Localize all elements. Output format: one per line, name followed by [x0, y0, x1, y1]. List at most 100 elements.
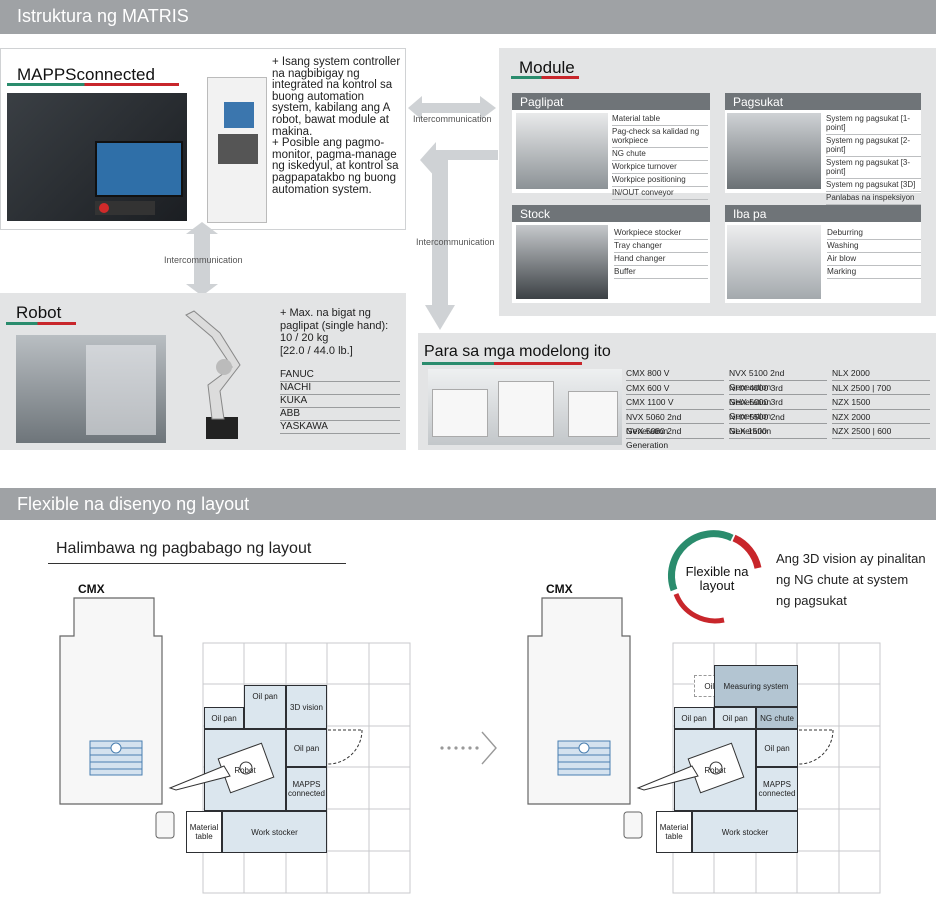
- robot-icon: [687, 742, 745, 794]
- work-stocker-cell: Work stocker: [222, 811, 327, 853]
- robot-panel: Robot + Max. na bigat ng paglipat (singl…: [0, 293, 406, 450]
- list-item: Marking: [827, 266, 921, 279]
- list-item: NZX 1500: [832, 395, 930, 410]
- list-item: CMX 800 V: [626, 366, 724, 381]
- list-item: YASKAWA: [280, 421, 400, 434]
- section-title: Flexible na disenyo ng layout: [17, 494, 250, 514]
- model-column-2: NVX 5100 2nd Generation NHX 4000 3rd Gen…: [729, 366, 827, 439]
- module-photo: [516, 113, 608, 189]
- list-item: NLX 2000: [832, 366, 930, 381]
- mapps-title: MAPPSconnected: [17, 65, 155, 84]
- module-title: Module: [519, 58, 575, 77]
- intercom-arrows: [186, 96, 498, 330]
- material-table-cell: Material table: [656, 811, 692, 853]
- mapps-cell: MAPPS connected: [286, 767, 327, 811]
- list-item: Washing: [827, 240, 921, 253]
- title-underline: [7, 83, 179, 86]
- list-item: Buffer: [614, 266, 708, 279]
- model-column-1: CMX 800 V CMX 600 V CMX 1100 V NVX 5060 …: [626, 366, 724, 450]
- list-item: NACHI: [280, 382, 400, 395]
- ng-chute-cell: NG chute: [756, 707, 798, 729]
- list-item: NVX 5100 2nd Generation: [729, 366, 827, 392]
- intercom-label-mid: Intercommunication: [416, 237, 495, 247]
- module-photo: [727, 113, 821, 189]
- list-item: Pag-check sa kalidad ng workpiece: [612, 126, 708, 148]
- flexible-note: Ang 3D vision ay pinalitan ng NG chute a…: [776, 551, 926, 608]
- list-item: Workpiece stocker: [614, 227, 708, 240]
- example-title-underline: [48, 563, 346, 564]
- oil-pan-cell: Oil pan: [714, 707, 756, 729]
- vision-cell: 3D vision: [286, 685, 327, 729]
- list-item: System ng pagsukat [3D]: [826, 179, 921, 192]
- mapps-panel: MAPPSconnected + Isang system controller…: [0, 48, 406, 230]
- robot-label: Robot: [234, 765, 256, 775]
- list-item: Hand changer: [614, 253, 708, 266]
- module-item-list: System ng pagsukat [1-point] System ng p…: [826, 113, 921, 205]
- example-title: Halimbawa ng pagbabago ng layout: [56, 540, 312, 557]
- list-item: System ng pagsukat [1-point]: [826, 113, 921, 135]
- list-item: NVX 5080 2nd Generation: [626, 424, 724, 450]
- oil-pan-cell: Oil pan: [244, 685, 286, 729]
- list-item: System ng pagsukat [3-point]: [826, 157, 921, 179]
- mapps-cell: MAPPS connected: [756, 767, 798, 811]
- measuring-system-cell: Measuring system: [714, 665, 798, 707]
- cabinet-photo: [207, 77, 267, 223]
- title-underline: [511, 76, 579, 79]
- door-swing: [798, 729, 834, 765]
- module-photo: [516, 225, 608, 299]
- module-group-header: Paglipat: [512, 93, 710, 110]
- machine-outline: [59, 597, 175, 839]
- oil-pan-cell: Oil pan: [204, 707, 244, 729]
- robot-brand-list: FANUC NACHI KUKA ABB YASKAWA: [280, 369, 400, 434]
- module-photo: [727, 225, 821, 299]
- list-item: CMX 600 V: [626, 381, 724, 395]
- robot-icon: [217, 742, 275, 794]
- module-panel: Module Paglipat Material table Pag-check…: [499, 48, 936, 316]
- list-item: Workpice positioning: [612, 174, 708, 187]
- models-title: Para sa mga modelong ito: [424, 343, 611, 360]
- module-item-list: Deburring Washing Air blow Marking: [827, 227, 921, 279]
- oil-pan-cell: Oil pan: [756, 729, 798, 767]
- oil-pan-cell: Oil pan: [674, 707, 714, 729]
- module-group-header: Stock: [512, 205, 710, 222]
- robot-arm-photo: [185, 310, 241, 439]
- section-title: Istruktura ng MATRIS: [17, 6, 189, 26]
- work-stocker-cell: Work stocker: [692, 811, 798, 853]
- title-underline: [6, 322, 76, 325]
- module-item-list: Workpiece stocker Tray changer Hand chan…: [614, 227, 708, 279]
- list-item: NLX 2500 | 700: [832, 381, 930, 395]
- machine-outline: [527, 597, 643, 839]
- list-item: NZX 2500 | 600: [832, 424, 930, 439]
- module-group-pagsukat: Pagsukat System ng pagsukat [1-point] Sy…: [725, 93, 921, 205]
- robot-spec: + Max. na bigat ng paglipat (single hand…: [280, 307, 389, 357]
- list-item: KUKA: [280, 395, 400, 408]
- list-item: Panlabas na inspeksiyon: [826, 192, 921, 205]
- list-item: NHX 5000 3rd Generation: [729, 395, 827, 421]
- list-item: NHX 5500 2nd Generation: [729, 410, 827, 436]
- module-group-stock: Stock Workpiece stocker Tray changer Han…: [512, 205, 710, 303]
- robot-title: Robot: [16, 303, 62, 322]
- module-group-paglipat: Paglipat Material table Pag-check sa kal…: [512, 93, 710, 200]
- robot-arm: [636, 765, 699, 791]
- list-item: Workpice turnover: [612, 161, 708, 174]
- models-panel: Para sa mga modelong ito CMX 800 V CMX 6…: [418, 333, 936, 450]
- list-item: NVX 5060 2nd Generation: [626, 410, 724, 436]
- list-item: NG chute: [612, 148, 708, 161]
- module-group-iba-pa: Iba pa Deburring Washing Air blow Markin…: [725, 205, 921, 303]
- list-item: CMX 1100 V: [626, 395, 724, 410]
- model-column-3: NLX 2000 NLX 2500 | 700 NZX 1500 NZX 200…: [832, 366, 930, 439]
- mapps-description: + Isang system controller na nagbibigay …: [272, 56, 401, 196]
- flexible-badge-ring: [668, 530, 762, 624]
- section-header-layout: Flexible na disenyo ng layout: [0, 488, 936, 520]
- list-item: FANUC: [280, 369, 400, 382]
- module-item-list: Material table Pag-check sa kalidad ng w…: [612, 113, 708, 200]
- material-table-cell: Material table: [186, 811, 222, 853]
- module-group-header: Pagsukat: [725, 93, 921, 110]
- robot-label: Robot: [704, 765, 726, 775]
- module-group-header: Iba pa: [725, 205, 921, 222]
- door-swing: [327, 729, 363, 765]
- machines-photo: [428, 369, 622, 445]
- robot-cell-photo: [16, 335, 166, 443]
- list-item: NZX 2000: [832, 410, 930, 424]
- list-item: ABB: [280, 408, 400, 421]
